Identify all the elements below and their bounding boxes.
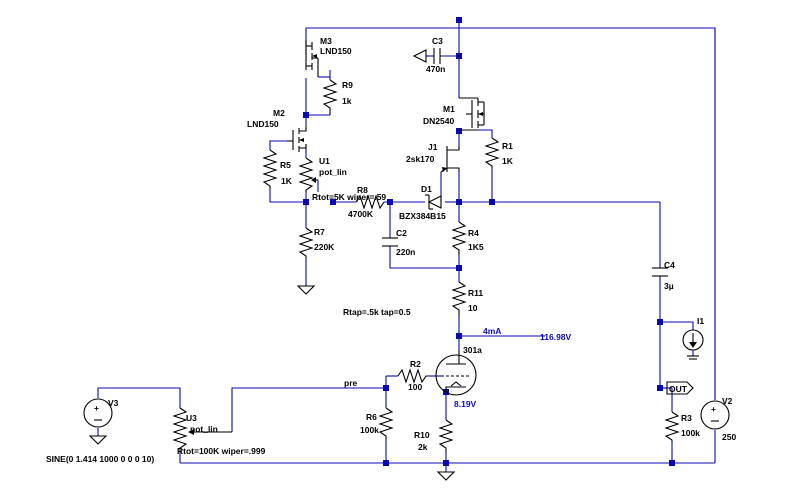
capacitor-c2[interactable]: C2 220n xyxy=(382,228,415,257)
m3-value: LND150 xyxy=(320,46,352,56)
resistor-r2[interactable]: R2 100 xyxy=(397,359,428,392)
r4-ref: R4 xyxy=(468,228,479,238)
v2-plus-icon: + xyxy=(711,404,716,414)
m3-ref: M3 xyxy=(320,36,332,46)
v3-plus-icon: + xyxy=(94,403,99,413)
junctions xyxy=(303,17,675,466)
r8-ref: R8 xyxy=(357,185,368,195)
voltage-source-v2[interactable]: + V2 250 xyxy=(700,396,736,442)
v2-ref: V2 xyxy=(722,396,733,406)
r11-ref: R11 xyxy=(468,288,483,298)
wires xyxy=(97,20,716,472)
v3-value: SINE(0 1.414 1000 0 0 0 10) xyxy=(46,454,154,464)
c4-value: 3µ xyxy=(664,281,674,291)
net-label-pre: pre xyxy=(344,378,358,388)
resistor-r11[interactable]: R11 10 Rtap=.5k tap=0.5 xyxy=(343,281,483,317)
r1-ref: R1 xyxy=(502,141,513,151)
v2-value: 250 xyxy=(722,432,736,442)
r6-value: 100k xyxy=(360,425,379,435)
potentiometer-u1[interactable]: U1 pot_lin Rtot=5K wiper=.59 xyxy=(298,156,386,202)
m1-value: DN2540 xyxy=(423,116,454,126)
c2-ref: C2 xyxy=(396,228,407,238)
d1-ref: D1 xyxy=(421,184,432,194)
r7-ref: R7 xyxy=(314,227,325,237)
capacitor-c4[interactable]: C4 3µ xyxy=(652,260,675,291)
m2-value: LND150 xyxy=(247,119,279,129)
r11-value: 10 xyxy=(468,303,478,313)
voltage-source-v3[interactable]: + V3 SINE(0 1.414 1000 0 0 0 10) xyxy=(46,398,154,464)
c3-ref: C3 xyxy=(432,36,443,46)
j1-value: 2sk170 xyxy=(406,154,435,164)
net-out-label: OUT xyxy=(669,384,688,394)
m1-ref: M1 xyxy=(443,104,455,114)
resistor-r6[interactable]: R6 100k xyxy=(360,407,394,440)
m2-ref: M2 xyxy=(273,108,285,118)
current-source-i1[interactable]: I1 xyxy=(682,316,704,360)
cathode-voltage-annotation: 8.19V xyxy=(454,399,477,409)
u1-ref: U1 xyxy=(319,156,330,166)
ground-icon xyxy=(88,285,456,481)
mosfet-m3[interactable]: M3 LND150 xyxy=(305,36,352,77)
r7-value: 220K xyxy=(314,242,335,252)
r8-value: 4700K xyxy=(348,209,374,219)
resistor-r7[interactable]: R7 220K xyxy=(298,227,335,258)
v3-ref: V3 xyxy=(108,398,119,408)
r6-ref: R6 xyxy=(366,412,377,422)
resistor-r8[interactable]: R8 4700K xyxy=(348,185,385,219)
r10-value: 2k xyxy=(418,442,428,452)
r3-value: 100k xyxy=(681,428,700,438)
r2-value: 100 xyxy=(408,382,422,392)
r9-ref: R9 xyxy=(342,80,353,90)
jfet-j1[interactable]: J1 2sk170 xyxy=(406,142,460,173)
r2-ref: R2 xyxy=(410,359,421,369)
plate-voltage-annotation: 116.98V xyxy=(540,332,572,342)
u3-ref: U3 xyxy=(186,413,197,423)
u3-params: Rtot=100K wiper=.999 xyxy=(177,446,266,456)
c4-ref: C4 xyxy=(664,260,675,270)
r5-value: 1K xyxy=(281,176,293,186)
triode-tube[interactable]: 301a xyxy=(435,345,482,396)
u1-params: Rtot=5K wiper=.59 xyxy=(312,192,386,202)
potentiometer-u3[interactable]: U3 pot_lin Rtot=100K wiper=.999 xyxy=(172,407,266,456)
c3-value: 470n xyxy=(426,64,445,74)
resistor-r3[interactable]: R3 100k xyxy=(664,411,700,442)
tube-value: 301a xyxy=(463,345,482,355)
i1-ref: I1 xyxy=(697,316,704,326)
net-label-out[interactable]: OUT xyxy=(666,381,694,395)
r9-value: 1k xyxy=(342,96,352,106)
capacitor-c3[interactable]: C3 470n xyxy=(412,36,445,74)
c2-value: 220n xyxy=(396,247,415,257)
resistor-r4[interactable]: R4 1K5 xyxy=(451,221,484,255)
j1-ref: J1 xyxy=(428,142,438,152)
mosfet-m2[interactable]: M2 LND150 xyxy=(247,108,307,152)
r10-ref: R10 xyxy=(414,430,430,440)
resistor-r1[interactable]: R1 1K xyxy=(484,137,514,168)
d1-value: BZX384B15 xyxy=(399,211,446,221)
r11-params: Rtap=.5k tap=0.5 xyxy=(343,307,411,317)
r4-value: 1K5 xyxy=(468,242,484,252)
current-annotation: 4mA xyxy=(483,326,501,336)
resistor-r9[interactable]: R9 1k xyxy=(322,79,353,115)
u1-value: pot_lin xyxy=(319,167,347,177)
r3-ref: R3 xyxy=(681,413,692,423)
resistor-r10[interactable]: R10 2k xyxy=(414,419,454,452)
r1-value: 1K xyxy=(502,156,514,166)
r5-ref: R5 xyxy=(280,160,291,170)
diode-d1[interactable]: D1 BZX384B15 xyxy=(399,184,446,221)
resistor-r5[interactable]: R5 1K xyxy=(262,149,293,190)
mosfet-m1[interactable]: M1 DN2540 xyxy=(423,97,485,131)
u3-value: pot_lin xyxy=(190,424,218,434)
